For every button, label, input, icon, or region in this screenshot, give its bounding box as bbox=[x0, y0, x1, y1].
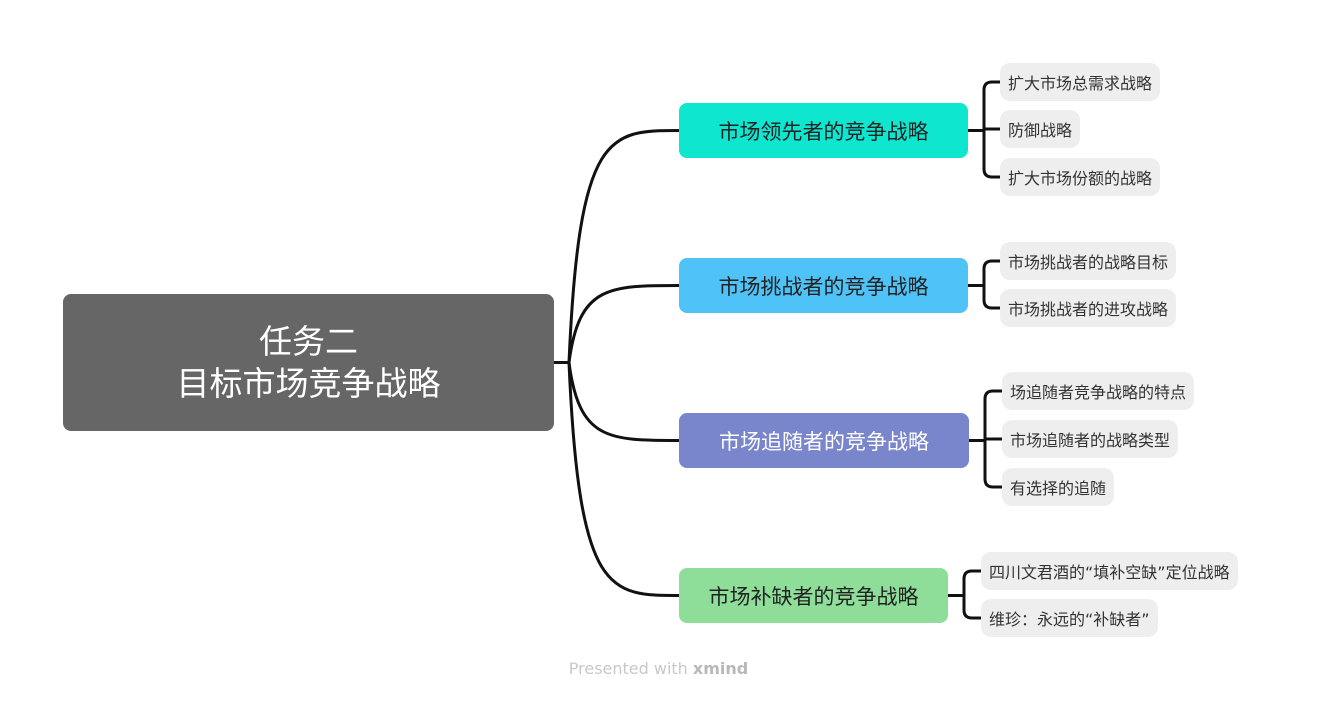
subtopic-label: 防御战略 bbox=[1008, 121, 1073, 140]
branch-connector bbox=[567, 361, 681, 597]
footer-prefix: Presented with bbox=[568, 659, 693, 678]
subtopic-connector bbox=[983, 439, 1004, 489]
subtopic-label: 市场挑战者的战略目标 bbox=[1008, 253, 1169, 272]
subtopic-connector bbox=[982, 129, 1002, 179]
root-title-line2: 目标市场竞争战略 bbox=[176, 363, 441, 403]
branch-topic-market-nicher[interactable]: 市场补缺者的竞争战略 bbox=[679, 568, 948, 623]
subtopic[interactable]: 防御战略 bbox=[1000, 110, 1081, 148]
xmind-brand: xmind bbox=[692, 659, 749, 678]
subtopic-label: 四川文君酒的“填补空缺”定位战略 bbox=[989, 563, 1230, 582]
subtopic[interactable]: 扩大市场份额的战略 bbox=[1000, 158, 1161, 196]
branch-label: 市场挑战者的竞争战略 bbox=[718, 274, 929, 299]
root-topic[interactable]: 任务二 目标市场竞争战略 bbox=[63, 294, 554, 431]
subtopic[interactable]: 扩大市场总需求战略 bbox=[1000, 63, 1161, 101]
subtopic-connector bbox=[983, 437, 1004, 442]
subtopic[interactable]: 四川文君酒的“填补空缺”定位战略 bbox=[981, 552, 1238, 590]
subtopic[interactable]: 有选择的追随 bbox=[1002, 468, 1115, 506]
subtopic-connector bbox=[983, 389, 1004, 442]
branch-topic-market-follower[interactable]: 市场追随者的竞争战略 bbox=[679, 413, 969, 468]
subtopic-label: 扩大市场总需求战略 bbox=[1008, 74, 1153, 93]
branch-label: 市场补缺者的竞争战略 bbox=[708, 584, 919, 609]
subtopic-label: 场追随者竞争战略的特点 bbox=[1010, 383, 1187, 402]
subtopic-connector bbox=[982, 284, 1002, 310]
subtopic-connector bbox=[962, 569, 983, 597]
subtopic-connector bbox=[982, 127, 1002, 132]
subtopic-label: 维珍：永远的“补缺者” bbox=[989, 610, 1150, 629]
branch-connector bbox=[567, 361, 681, 442]
branch-connector bbox=[567, 129, 681, 364]
branch-topic-market-challenger[interactable]: 市场挑战者的竞争战略 bbox=[679, 258, 968, 313]
branch-label: 市场追随者的竞争战略 bbox=[719, 429, 929, 454]
subtopic[interactable]: 市场挑战者的进攻战略 bbox=[1000, 289, 1177, 327]
subtopic-label: 有选择的追随 bbox=[1010, 479, 1107, 498]
subtopic-label: 市场追随者的战略类型 bbox=[1010, 431, 1171, 450]
subtopic[interactable]: 市场挑战者的战略目标 bbox=[1000, 242, 1177, 280]
branch-connector bbox=[567, 284, 681, 364]
subtopic-connector bbox=[962, 594, 983, 620]
subtopic-connector bbox=[982, 259, 1002, 287]
subtopic-connector bbox=[982, 80, 1002, 132]
subtopic-label: 扩大市场份额的战略 bbox=[1008, 169, 1153, 188]
subtopic[interactable]: 场追随者竞争战略的特点 bbox=[1002, 372, 1195, 410]
branch-topic-market-leader[interactable]: 市场领先者的竞争战略 bbox=[679, 103, 968, 158]
root-title-line1: 任务二 bbox=[259, 321, 358, 361]
branch-label: 市场领先者的竞争战略 bbox=[718, 119, 929, 144]
subtopic[interactable]: 市场追随者的战略类型 bbox=[1002, 420, 1179, 458]
subtopic-label: 市场挑战者的进攻战略 bbox=[1008, 300, 1169, 319]
presented-with-xmind-footer: Presented with xmind bbox=[0, 659, 1317, 678]
subtopic[interactable]: 维珍：永远的“补缺者” bbox=[981, 599, 1158, 637]
